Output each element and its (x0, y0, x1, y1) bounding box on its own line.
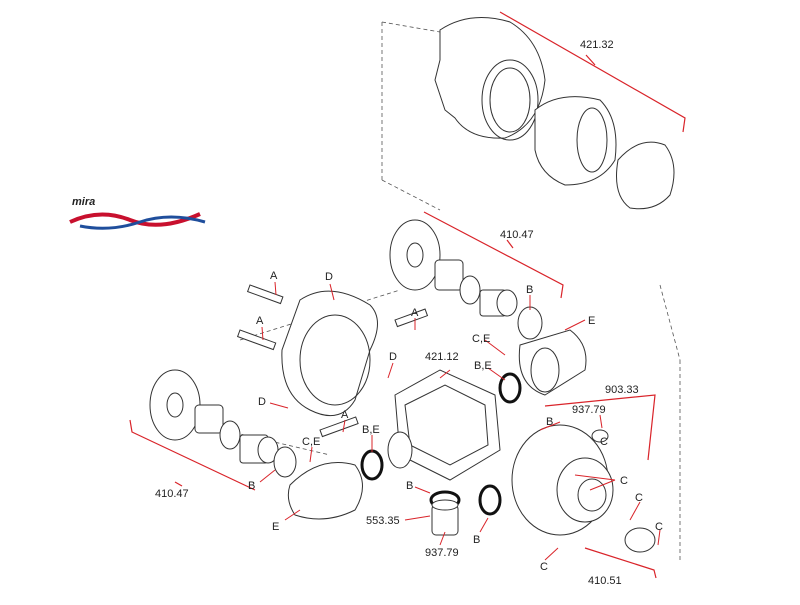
label-ce1: C,E (472, 333, 490, 345)
logo-text: mira (72, 196, 95, 208)
cartridge-e-right (518, 329, 587, 396)
label-be2: B,E (362, 424, 380, 436)
bracket-90333 (544, 394, 656, 461)
cartridge-e-left (287, 462, 363, 520)
label-be1: B,E (474, 360, 492, 372)
mira-logo: mira (69, 196, 206, 230)
label-b4: B (406, 480, 413, 492)
label-93779-b: 937.79 (425, 547, 459, 559)
label-c2: C (635, 492, 643, 504)
bearing-sleeve-part (534, 96, 617, 186)
label-41047-top: 410.47 (500, 229, 534, 241)
part-labels: 421.32 410.47 410.47 421.12 903.33 937.7… (155, 39, 663, 587)
label-c5: C (600, 436, 608, 448)
bracket-41047-top (423, 211, 564, 299)
main-body-42112 (387, 369, 501, 481)
leader-lines (259, 281, 661, 561)
label-c3: C (655, 521, 663, 533)
label-a1: A (270, 270, 278, 282)
label-b2: B (546, 416, 553, 428)
label-42112: 421.12 (425, 351, 459, 363)
shroud-part (434, 17, 546, 139)
label-90333: 903.33 (605, 384, 639, 396)
label-93779-a: 937.79 (572, 404, 606, 416)
lower-left-fittings (149, 369, 297, 478)
label-41051: 410.51 (588, 575, 622, 587)
label-b5: B (473, 534, 480, 546)
label-a3: A (411, 307, 419, 319)
sleeve-55335 (431, 499, 459, 536)
bracket-42132 (499, 11, 686, 133)
callout-brackets (129, 11, 686, 579)
label-a4: A (341, 409, 349, 421)
label-d1: D (325, 271, 333, 283)
label-e2: E (272, 521, 279, 533)
label-d3: D (258, 396, 266, 408)
label-a2: A (256, 315, 264, 327)
label-c4: C (540, 561, 548, 573)
upper-fittings-group (389, 219, 543, 340)
label-b3: B (248, 480, 255, 492)
cap-part (616, 141, 675, 210)
bolts-a (236, 284, 429, 438)
back-shroud-d (281, 290, 378, 417)
label-42132: 421.32 (580, 39, 614, 51)
label-55335: 553.35 (366, 515, 400, 527)
logo-red-swoosh (69, 212, 201, 227)
label-41047-left: 410.47 (155, 488, 189, 500)
label-d2: D (389, 351, 397, 363)
logo-blue-swoosh (79, 215, 206, 230)
label-ce2: C,E (302, 436, 320, 448)
label-b1: B (526, 284, 533, 296)
label-e1: E (588, 315, 595, 327)
valve-body-90333 (511, 424, 656, 553)
bracket-41051 (584, 547, 657, 579)
top-shroud-group (434, 17, 675, 210)
bracket-41047-left (129, 419, 256, 491)
label-c1: C (620, 475, 628, 487)
